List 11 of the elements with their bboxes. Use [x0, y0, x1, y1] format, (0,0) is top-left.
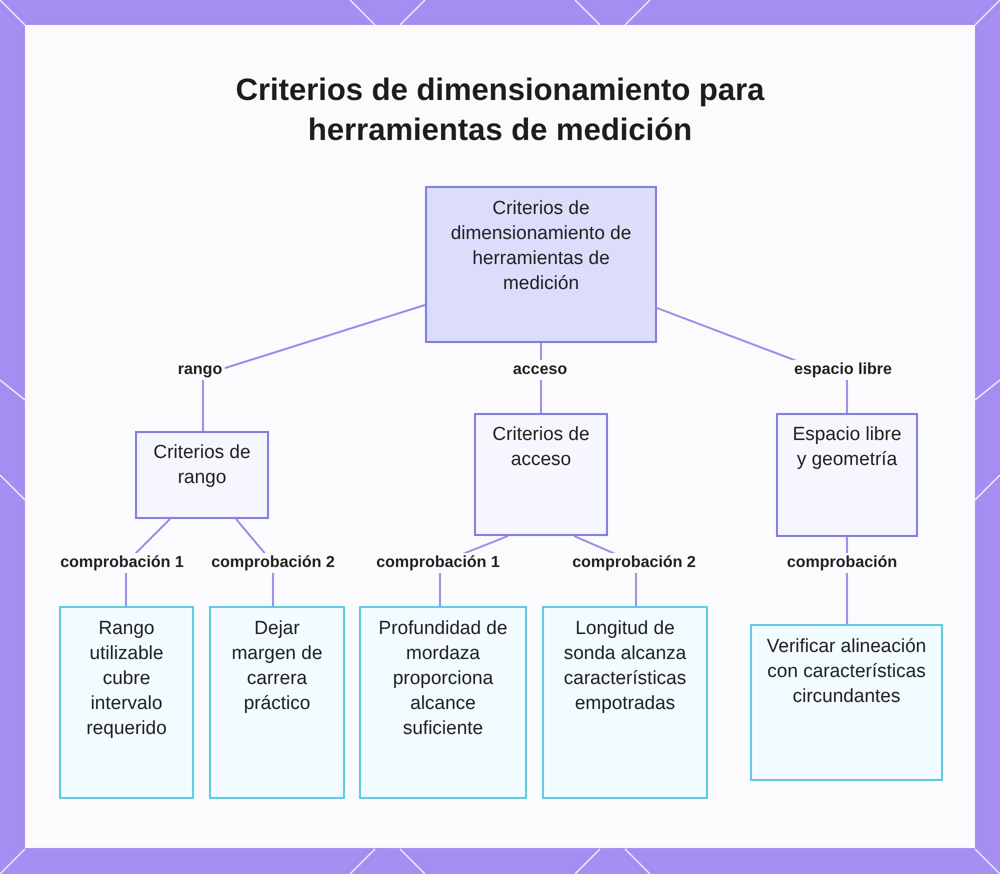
diagram-title: Criterios de dimensionamiento para herramientas de medición	[234, 71, 766, 149]
check-box: Rango utilizable cubre intervalo requerido	[59, 606, 194, 799]
check-box: Verificar alineación con características circundantes	[750, 624, 943, 781]
category-box: Criterios de acceso	[474, 413, 608, 536]
connector-line	[202, 304, 426, 431]
check-box: Longitud de sonda alcanza características empotradas	[542, 606, 708, 799]
category-box: Criterios de rango	[135, 431, 269, 519]
check-box: Profundidad de mordaza proporciona alcance suficiente	[359, 606, 527, 799]
check-box: Dejar margen de carrera práctico	[209, 606, 345, 799]
root-box: Criterios de dimensionamiento de herramientas de medición	[425, 186, 657, 343]
category-box: Espacio libre y geometría	[776, 413, 918, 537]
